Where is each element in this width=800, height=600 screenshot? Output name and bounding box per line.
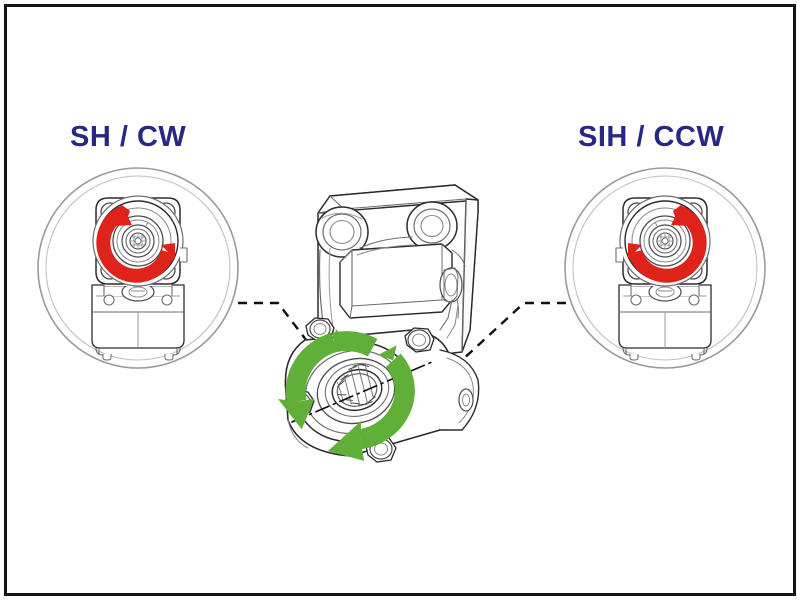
rotation-arrow-cw-icon: [96, 205, 175, 283]
label-sih-ccw: SIH / CCW: [578, 121, 725, 153]
detail-circle-right: [564, 167, 766, 369]
side-valve-boss: [439, 267, 463, 304]
shaft-center-axis: [291, 361, 433, 423]
detail-circle-left: [37, 167, 239, 369]
rotation-arrow-bidirectional-icon: [278, 328, 415, 461]
bolt-upper-right: [404, 327, 435, 353]
mounting-boss-top-left: [315, 206, 369, 258]
pump-housing-isometric: [284, 184, 480, 463]
rotation-arrow-ccw-icon: [628, 205, 707, 283]
leader-line-right: [459, 301, 566, 363]
label-sh-cw: SH / CW: [70, 121, 187, 153]
mounting-boss-top-right: [406, 201, 458, 251]
